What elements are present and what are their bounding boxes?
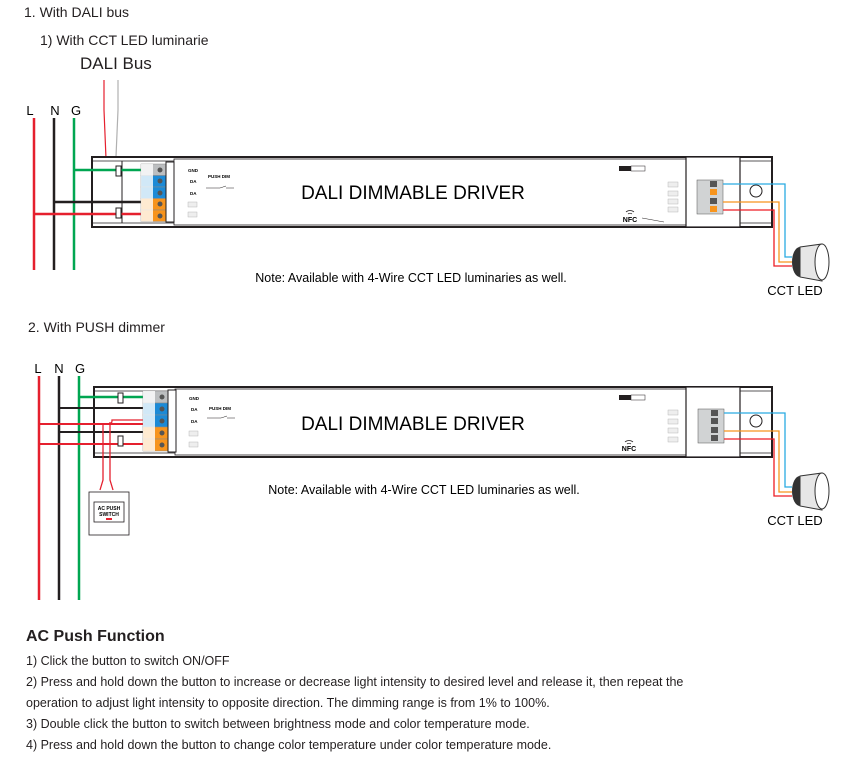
switch-label-line1: AC PUSH bbox=[98, 506, 121, 512]
push-dim-label: PUSH DIM bbox=[208, 174, 230, 179]
wire-label-g: G bbox=[71, 103, 81, 118]
terminal-label-gnd: GND bbox=[188, 168, 199, 173]
wire-label-n: N bbox=[54, 361, 63, 376]
nfc-icon bbox=[625, 210, 635, 215]
nfc-label: NFC bbox=[622, 446, 636, 453]
driver-title: DALI DIMMABLE DRIVER bbox=[301, 183, 525, 204]
ac-push-switch: AC PUSH SWITCH bbox=[88, 491, 130, 536]
wire-label-g: G bbox=[75, 361, 85, 376]
ac-push-item: 2) Press and hold down the button to inc… bbox=[26, 675, 684, 689]
terminal-label-da1: DA bbox=[190, 179, 197, 184]
nfc-icon bbox=[624, 440, 634, 445]
terminal-label-da2: DA bbox=[191, 419, 198, 424]
led-wire-red bbox=[723, 209, 792, 267]
cct-led-icon bbox=[792, 472, 830, 511]
terminal-label-da1: DA bbox=[191, 407, 198, 412]
cct-led-icon bbox=[792, 243, 830, 282]
ac-push-item: 1) Click the button to switch ON/OFF bbox=[26, 654, 230, 668]
input-terminal-block bbox=[142, 389, 177, 453]
section1-heading: 1. With DALI bus bbox=[24, 4, 130, 20]
wiring-diagrams: L N G GND DA DA bbox=[26, 80, 830, 600]
section2-heading: 2. With PUSH dimmer bbox=[28, 319, 165, 335]
ac-push-title: AC Push Function bbox=[26, 628, 165, 645]
switch-wires bbox=[99, 419, 143, 491]
terminal-label-gnd: GND bbox=[189, 396, 200, 401]
ac-push-list: 1) Click the button to switch ON/OFF 2) … bbox=[26, 651, 683, 756]
output-terminal-block bbox=[685, 386, 763, 458]
wire-label-l: L bbox=[34, 361, 41, 376]
led-wire-red bbox=[724, 438, 792, 497]
input-terminal-block bbox=[140, 161, 175, 223]
switch-label-line2: SWITCH bbox=[99, 512, 119, 518]
nfc-label: NFC bbox=[623, 217, 637, 224]
wire-label-l: L bbox=[26, 103, 33, 118]
ac-push-item: operation to adjust light intensity to o… bbox=[26, 696, 550, 710]
led-wire-orange bbox=[723, 201, 792, 263]
push-dim-label: PUSH DIM bbox=[209, 406, 231, 411]
dali-bus-label: DALI Bus bbox=[80, 54, 152, 73]
terminal-label-da2: DA bbox=[190, 191, 197, 196]
diagram-dali-bus: L N G GND DA DA bbox=[26, 80, 830, 298]
cct-led-label: CCT LED bbox=[767, 513, 822, 528]
wire-label-n: N bbox=[50, 103, 59, 118]
cct-led-label: CCT LED bbox=[767, 283, 822, 298]
driver-title: DALI DIMMABLE DRIVER bbox=[301, 414, 525, 435]
diagram-push-dimmer: L N G GND DA DA PUSH DIM bbox=[34, 361, 830, 600]
output-terminal-block bbox=[685, 156, 763, 228]
ac-push-item: 3) Double click the button to switch bet… bbox=[26, 717, 530, 731]
led-wire-orange bbox=[724, 430, 792, 493]
ac-push-item: 4) Press and hold down the button to cha… bbox=[26, 738, 552, 752]
section1-subheading: 1) With CCT LED luminarie bbox=[40, 32, 209, 48]
led-wire-blue bbox=[724, 412, 792, 488]
note: Note: Available with 4-Wire CCT LED lumi… bbox=[268, 483, 579, 497]
led-wire-blue bbox=[723, 183, 792, 258]
note: Note: Available with 4-Wire CCT LED lumi… bbox=[255, 271, 566, 285]
